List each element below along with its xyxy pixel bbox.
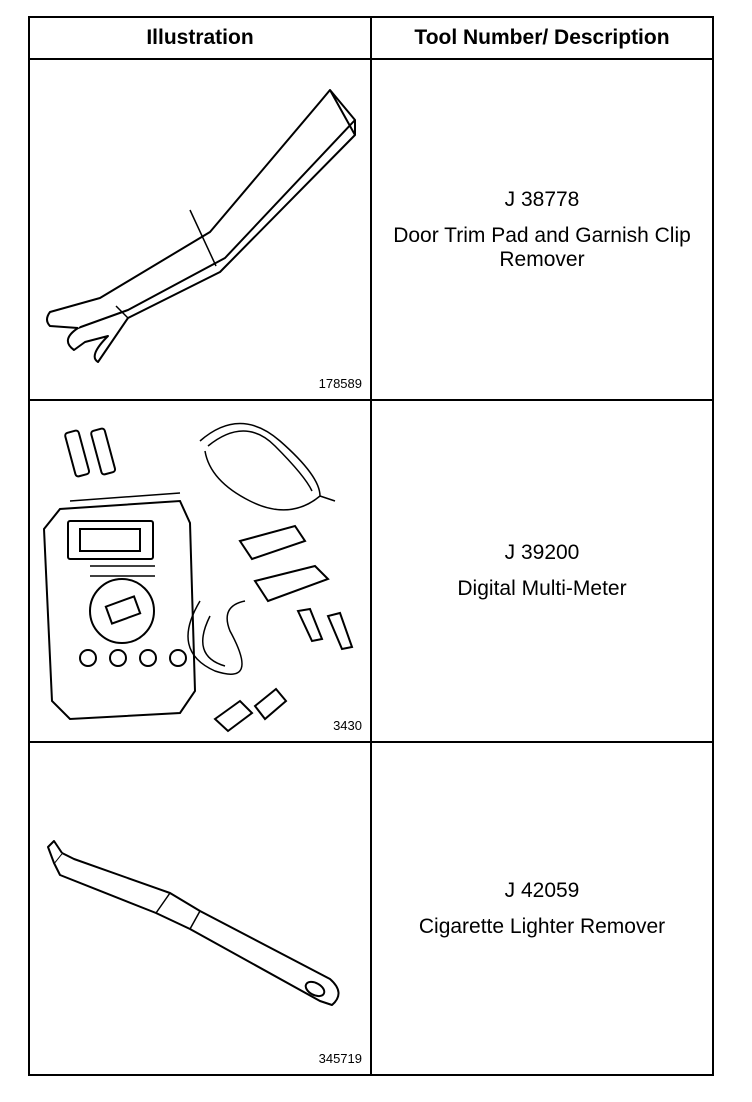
figure-number: 3430 — [333, 718, 362, 733]
multimeter-icon — [42, 422, 354, 733]
description-cell: J 39200 Digital Multi-Meter — [372, 401, 712, 741]
trim-pad-remover-icon — [46, 89, 356, 363]
tool-number: J 38778 — [504, 187, 580, 211]
lighter-remover-icon — [47, 840, 340, 1006]
tool-number: J 39200 — [504, 541, 580, 564]
description-cell: J 42059 Cigarette Lighter Remover — [372, 743, 712, 1074]
tool-description: Door Trim Pad and Garnish Clip Remover — [393, 223, 691, 271]
table-row: 178589 J 38778 Door Trim Pad and Garnish… — [30, 60, 712, 401]
tool-description: Digital Multi-Meter — [457, 577, 627, 600]
illustration-cell: 345719 — [30, 743, 370, 1074]
table-row: 3430 J 39200 Digital Multi-Meter — [30, 401, 712, 743]
figure-number: 345719 — [318, 1051, 362, 1066]
table-row: 345719 J 42059 Cigarette Lighter Remover — [30, 743, 712, 1074]
description-header: Tool Number/ Description — [414, 26, 670, 49]
figure-number: 178589 — [318, 376, 362, 391]
table-header: Illustration Tool Number/ Description — [30, 18, 712, 60]
illustration-header: Illustration — [146, 26, 254, 49]
illustration-cell: 178589 — [30, 60, 370, 399]
description-cell: J 38778 Door Trim Pad and Garnish Clip R… — [372, 60, 712, 399]
tool-description: Cigarette Lighter Remover — [418, 914, 666, 938]
illustration-cell: 3430 — [30, 401, 370, 741]
tool-number: J 42059 — [504, 878, 580, 902]
tool-table: Illustration Tool Number/ Description 17… — [28, 16, 714, 1076]
column-divider — [370, 18, 372, 1074]
